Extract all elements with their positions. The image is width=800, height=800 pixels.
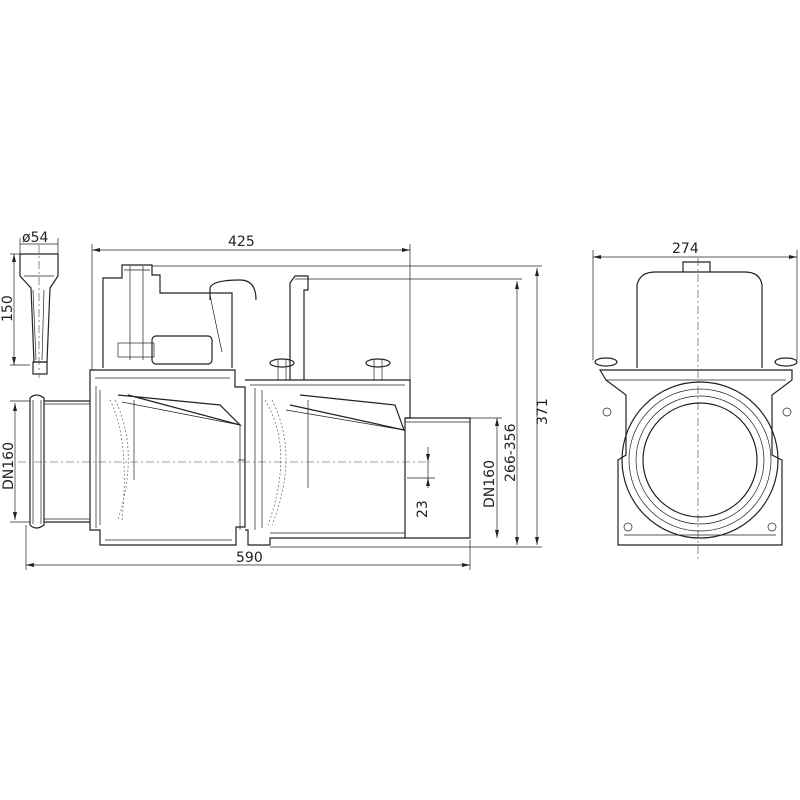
side-view-body	[18, 264, 471, 546]
label-425: 425	[228, 234, 255, 250]
dimension-590: 590	[25, 525, 471, 570]
label-590: 590	[236, 550, 263, 566]
label-dn160-left: DN160	[1, 442, 17, 490]
dimension-274: 274	[592, 241, 798, 360]
dimension-371: 371	[152, 265, 551, 548]
dimension-23: 23	[415, 447, 431, 518]
dimension-dn160-right: DN160	[470, 417, 502, 538]
accessory-part	[19, 245, 59, 378]
label-diameter-54: ø54	[22, 230, 48, 246]
label-266-356: 266-356	[503, 423, 519, 482]
label-23: 23	[415, 500, 431, 518]
dimension-height-150: 150	[0, 253, 30, 366]
front-view-body	[594, 258, 798, 560]
dimension-266-356: 266-356	[295, 278, 522, 545]
label-274: 274	[672, 241, 699, 257]
label-dn160-right: DN160	[482, 460, 498, 508]
dimension-diameter-54: ø54	[19, 230, 59, 254]
dimension-425: 425	[91, 234, 411, 380]
dimension-dn160-left: DN160	[1, 400, 30, 523]
label-height-150: 150	[0, 295, 16, 322]
label-371: 371	[535, 398, 551, 425]
